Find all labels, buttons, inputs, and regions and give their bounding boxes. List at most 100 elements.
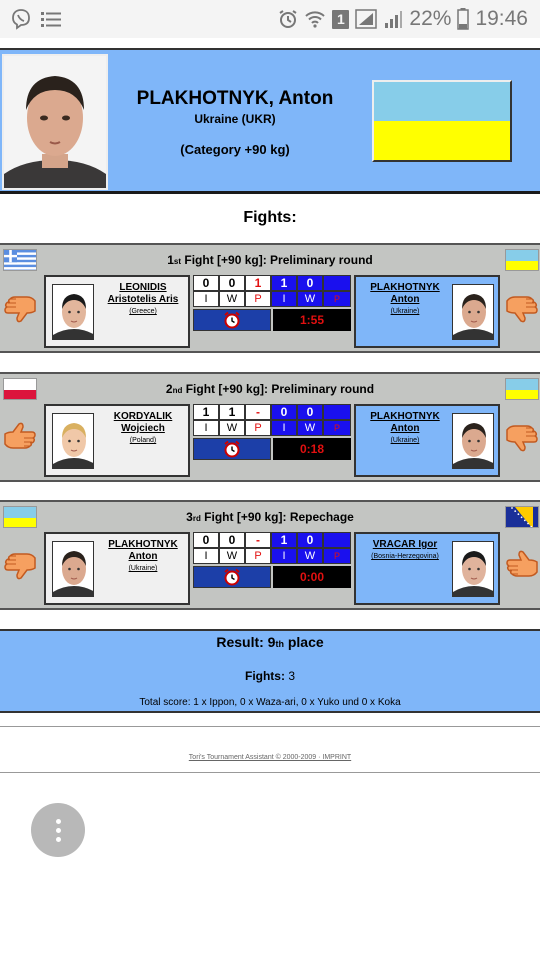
fighter-photo [52,541,94,597]
score-label: P [323,291,351,307]
more-options-button[interactable] [31,803,85,857]
score-label: W [219,548,245,564]
battery-icon [457,8,470,30]
score-label: W [297,548,323,564]
score-cell: 0 [297,275,323,291]
fight-title: 3rd Fight [+90 kg]: Repechage [186,510,354,524]
score-cell: - [245,404,271,420]
viber-icon [12,9,30,30]
score-cell: 1 [219,404,245,420]
ukraine-flag [3,506,37,528]
fighter-country: (Bosnia-Herzegovina) [371,553,439,560]
status-bar: 1 22% 19:46 [0,0,540,38]
score-label: P [323,548,351,564]
ukraine-flag [505,249,539,271]
result-total-score: Total score: 1 x Ippon, 0 x Waza-ari, 0 … [139,697,401,708]
score-cell: - [245,532,271,548]
ukraine-flag [372,80,512,162]
score-label: I [193,548,219,564]
signal-icon [385,11,403,28]
score-label: P [245,291,271,307]
fighter-photo [52,284,94,340]
bosnia-flag [505,506,539,528]
score-label: W [219,420,245,436]
score-cell: 1 [245,275,271,291]
fighter-country: (Ukraine) [390,437,420,444]
fighter-country: (Ukraine) [128,565,158,572]
fighter-country: (Poland) [129,437,157,444]
score-cell: 0 [271,404,297,420]
fighter-photo [452,413,494,469]
fighter-photo [52,413,94,469]
score-label: P [245,548,271,564]
thumbs-down-icon [504,293,540,323]
score-label: I [271,291,297,307]
score-cell: 0 [193,275,219,291]
fighter-name[interactable]: VRACAR Igor [372,539,438,550]
score-label: W [297,291,323,307]
fighter-country: (Greece) [129,308,157,315]
divider [0,726,540,727]
thumbs-up-icon [2,422,38,452]
fight-title: 1st Fight [+90 kg]: Preliminary round [167,253,373,267]
score-label: W [297,420,323,436]
score-cell: 1 [271,275,297,291]
signal-icon [355,9,378,29]
fighter-photo [452,541,494,597]
result-title: Result: 9th place [216,634,324,650]
score-label: I [193,291,219,307]
athlete-country: Ukraine (UKR) [194,112,276,126]
thumbs-down-icon [2,293,38,323]
alarm-clock-icon [193,566,271,588]
wifi-icon [305,11,326,28]
divider [0,772,540,773]
clock-time: 19:46 [475,7,528,30]
score-cell [323,275,351,291]
score-cell [323,532,351,548]
score-label: P [245,420,271,436]
poland-flag [3,378,37,400]
athlete-photo [2,54,108,190]
score-cell: 0 [219,275,245,291]
score-cell: 0 [297,532,323,548]
score-label: P [323,420,351,436]
fight-time: 0:18 [273,438,351,460]
fight-time: 0:00 [273,566,351,588]
alarm-clock-icon [193,309,271,331]
score-cell: 0 [219,532,245,548]
score-cell: 1 [271,532,297,548]
score-label: I [271,420,297,436]
fighter-country: (Ukraine) [390,308,420,315]
fighter-photo [452,284,494,340]
ukraine-flag [505,378,539,400]
fight-time: 1:55 [273,309,351,331]
thumbs-down-icon [2,550,38,580]
alarm-clock-icon [193,438,271,460]
footer-link[interactable]: Tori's Tournament Assistant © 2000-2009 … [188,754,352,761]
alarm-icon [279,10,297,28]
list-icon [41,12,61,27]
sim-icon: 1 [332,9,350,29]
fight-title: 2nd Fight [+90 kg]: Preliminary round [165,382,375,396]
fighter-right: VRACAR Igor (Bosnia-Herzegovina) [354,532,500,605]
score-label: I [271,548,297,564]
athlete-name: PLAKHOTNYK, Anton [136,88,334,109]
battery-percent: 22% [409,7,452,30]
thumbs-down-icon [504,422,540,452]
result-panel: Result: 9th place Fights: 3 Total score:… [0,629,540,713]
fights-heading: Fights: [243,209,297,226]
